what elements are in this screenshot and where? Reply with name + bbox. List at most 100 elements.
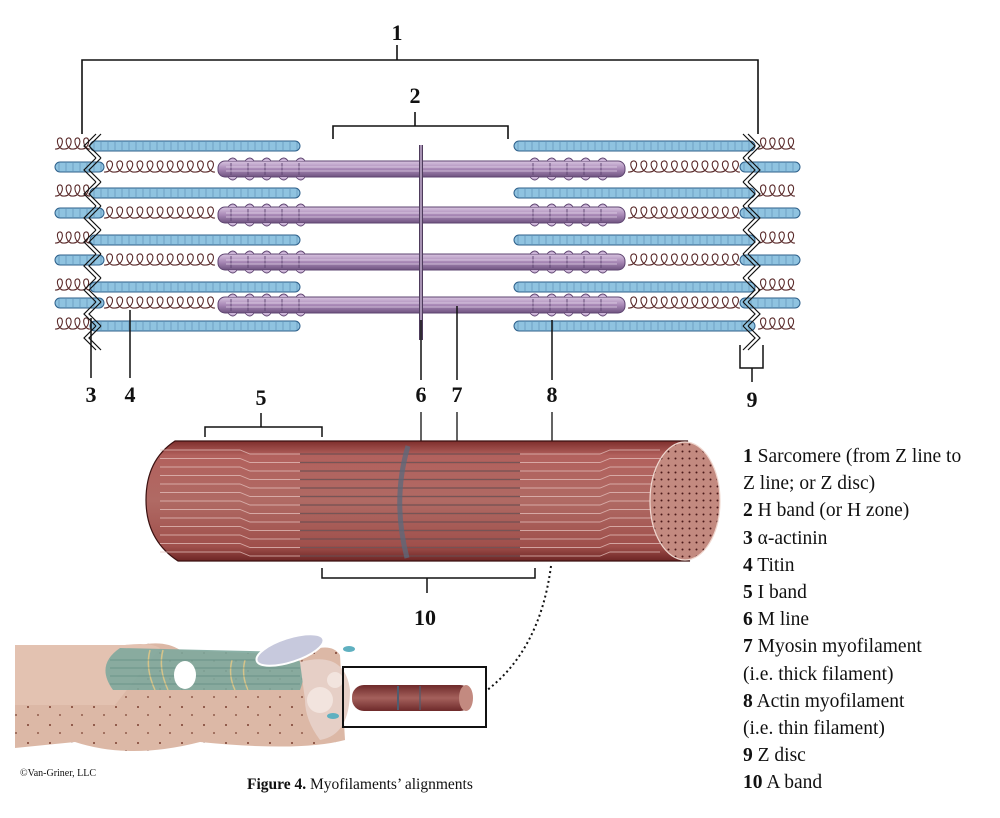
leader-lines [90,306,764,382]
callout-1: 1 [392,20,403,45]
legend: 1 Sarcomere (from Z line to Z line; or Z… [743,443,1000,797]
titin-coil [54,184,91,197]
callout-4: 4 [125,382,136,407]
actin-texture [743,163,794,171]
actin-filament [54,207,105,219]
legend-item: 8 Actin myofilament [743,688,1000,715]
myosin-heads [227,293,608,317]
titin-coil [54,137,91,150]
actin-filament [89,140,301,152]
figure-caption: Figure 4. Myofilaments’ alignments [247,776,473,794]
legend-item: 9 Z disc [743,742,1000,769]
zoom-connector [485,565,552,692]
titin-coil [757,231,796,244]
callout-2: 2 [410,83,421,108]
titin-coil [627,296,741,309]
legend-text: Sarcomere (from Z line to [757,446,962,467]
bracket-a-band [321,568,536,593]
actin-filament [513,234,756,246]
legend-item: 7 Myosin myofilament [743,633,1000,660]
myosin-heads [227,250,608,274]
callout-7: 7 [452,382,463,407]
legend-number: 10 [743,772,763,794]
legend-number: 6 [743,609,753,631]
actin-texture [517,189,750,197]
actin-texture [517,142,750,150]
bracket-h-band [332,112,509,139]
caption-text: Myofilaments’ alignments [310,776,473,793]
actin-filament [89,187,301,199]
legend-text: Z disc [757,745,806,767]
legend-number: 3 [743,527,753,549]
legend-item: 10 A band [743,769,1000,796]
legend-number: 1 [743,446,753,467]
actin-texture [93,283,298,291]
legend-item: (i.e. thin filament) [743,715,1000,742]
actin-filament [739,254,801,266]
legend-text: I band [757,582,807,604]
actin-texture [517,236,750,244]
legend-item: 1 Sarcomere (from Z line to [743,443,1000,470]
legend-item: Z line; or Z disc) [743,470,1000,497]
legend-number: 5 [743,582,753,604]
actin-filament [513,140,756,152]
titin-coil [54,317,91,330]
actin-filament [89,320,301,332]
legend-number: 2 [743,500,753,522]
titin-coil [757,137,796,150]
actin-texture [743,256,794,264]
legend-number: 9 [743,745,753,767]
titin-coil [757,184,796,197]
copyright-notice: ©Van-Griner, LLC [20,768,97,779]
legend-text: Z line; or Z disc) [743,473,876,495]
legend-text: A band [766,772,823,794]
titin-coil [103,296,216,309]
actin-texture [93,322,298,330]
actin-texture [93,142,298,150]
titin-coil [627,253,741,266]
actin-filament [89,234,301,246]
legend-item: 6 M line [743,606,1000,633]
actin-texture [743,209,794,217]
actin-filament [54,254,105,266]
actin-filament [513,320,756,332]
m-line-band [397,445,411,559]
callout-9: 9 [747,387,758,412]
callout-10: 10 [414,605,436,630]
legend-text: α-actinin [757,527,828,549]
legend-text: Actin myofilament [756,690,905,712]
actin-texture [517,322,750,330]
legend-item: 2 H band (or H zone) [743,497,1000,524]
inset-myofibril [352,685,473,711]
actin-filament [513,281,756,293]
legend-text: (i.e. thick filament) [743,663,894,685]
actin-texture [58,256,102,264]
actin-texture [58,209,102,217]
actin-texture [93,189,298,197]
myosin-heads [227,157,608,181]
titin-coil [103,253,216,266]
legend-item: (i.e. thick filament) [743,661,1000,688]
caption-label: Figure 4. [247,776,307,793]
myofibril-cross-section [649,441,721,561]
legend-text: M line [757,609,810,631]
callout-8: 8 [547,382,558,407]
muscle-fiber-illustration [15,633,355,751]
titin-coil [54,231,91,244]
actin-filament [89,281,301,293]
actin-filament [739,297,801,309]
actin-texture [58,299,102,307]
bracket-i-band [204,413,323,437]
legend-item: 5 I band [743,579,1000,606]
myosin-heads [227,203,608,227]
z-disc-right [742,133,761,351]
callout-6: 6 [416,382,427,407]
titin-coil [757,278,796,291]
legend-item: 3 α-actinin [743,525,1000,552]
legend-item: 4 Titin [743,552,1000,579]
actin-texture [93,236,298,244]
bracket-sarcomere [81,45,759,134]
filament-array [54,133,801,351]
legend-number: 8 [743,690,753,712]
